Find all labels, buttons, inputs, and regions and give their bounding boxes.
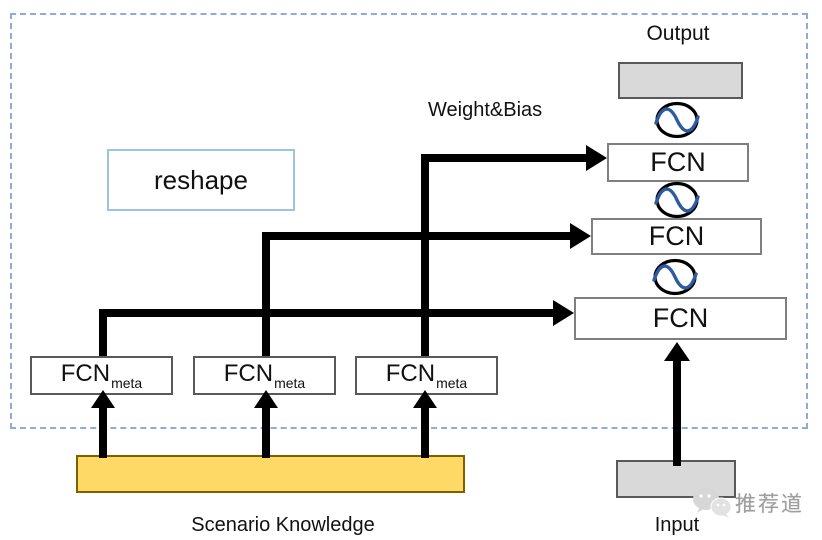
- fcn-layer-middle: FCN: [591, 218, 762, 255]
- arrow-input-to-fcn: [673, 358, 681, 466]
- arrowhead-up-meta1-icon: [91, 390, 115, 408]
- arrow-knowledge-to-meta1: [99, 404, 107, 458]
- reshape-label: reshape: [154, 164, 248, 195]
- fcn-meta-label: FCNmeta: [385, 360, 468, 391]
- fcn-label: FCN: [650, 147, 706, 177]
- fcn-label: FCN: [648, 221, 705, 251]
- fcn-label: FCN: [652, 303, 709, 333]
- watermark: 推荐道: [692, 486, 804, 519]
- arrow-knowledge-to-meta2: [262, 404, 270, 458]
- arrowhead-to-fcn-bottom-icon: [553, 300, 574, 326]
- chat-bubbles-icon: [692, 486, 732, 519]
- output-block: [618, 62, 743, 99]
- output-label: Output: [646, 22, 710, 45]
- fcn-meta-box-1: FCNmeta: [30, 356, 173, 395]
- arrowhead-to-fcn-middle-icon: [570, 223, 591, 249]
- meta-learning-dashed-region: [10, 13, 808, 429]
- arrow-knowledge-to-meta3: [421, 404, 429, 458]
- activation-sine-icon: [651, 257, 699, 297]
- fcn-meta-label: FCNmeta: [223, 360, 306, 391]
- activation-sine-icon: [653, 100, 701, 140]
- connector-meta3-vertical: [421, 154, 429, 356]
- connector-meta2-horizontal: [262, 232, 570, 240]
- fcn-layer-bottom: FCN: [574, 297, 787, 340]
- connector-meta1-vertical: [99, 309, 107, 356]
- arrowhead-to-fcn-top-icon: [586, 145, 607, 171]
- fcn-meta-label: FCNmeta: [60, 360, 143, 391]
- scenario-knowledge-block: [76, 455, 465, 493]
- connector-meta1-horizontal: [99, 309, 553, 317]
- weight-bias-label: Weight&Bias: [428, 99, 543, 121]
- arrowhead-up-meta2-icon: [254, 390, 278, 408]
- activation-sine-icon: [653, 180, 701, 220]
- reshape-box: reshape: [107, 149, 295, 211]
- arrowhead-up-meta3-icon: [413, 390, 437, 408]
- input-label: Input: [654, 514, 700, 536]
- fcn-layer-top: FCN: [607, 143, 749, 182]
- scenario-knowledge-label: Scenario Knowledge: [191, 514, 375, 536]
- watermark-text: 推荐道: [735, 492, 804, 516]
- connector-meta2-vertical: [262, 232, 270, 356]
- arrowhead-up-fcn-icon: [664, 342, 690, 361]
- connector-meta3-horizontal: [421, 154, 586, 162]
